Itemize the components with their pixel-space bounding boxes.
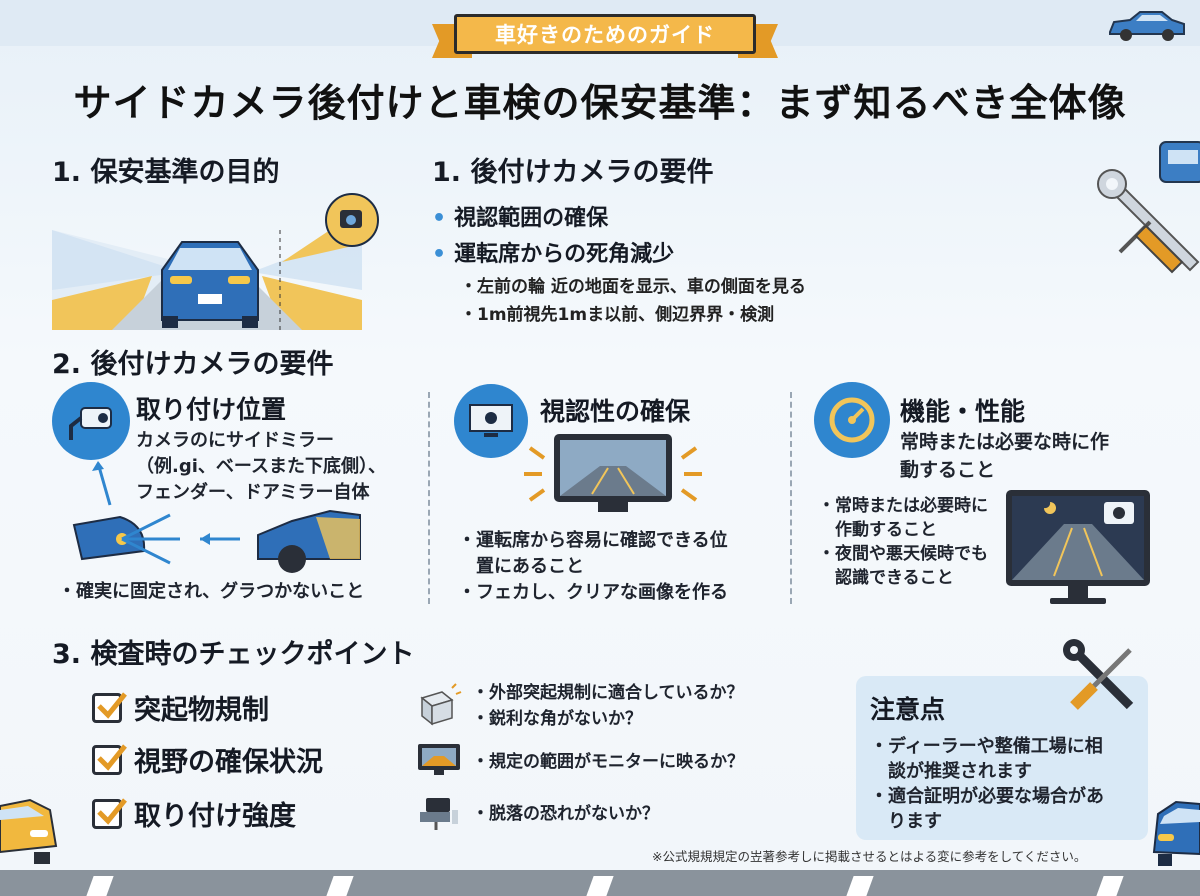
- function-title: 機能・性能: [900, 397, 1026, 426]
- sub-bullet-2: ・1m前視先1mま以前、側辺界界・検測: [460, 305, 775, 325]
- dashboard-monitor-illustration: [524, 434, 702, 512]
- blue-car-icon: [1152, 800, 1200, 866]
- visibility-title: 視認性の確保: [540, 397, 691, 426]
- divider-2: [790, 392, 792, 604]
- section1b-heading: 1. 後付けカメラの要件: [432, 157, 714, 188]
- car-icon-top-right: [1109, 11, 1185, 41]
- mount-title: 取り付け位置: [136, 395, 287, 424]
- mirror-car-illustration: [72, 461, 361, 573]
- page-title: サイドカメラ後付けと車検の保安基準：まず知るべき全体像: [73, 81, 1127, 125]
- monitor-small-icon: [418, 744, 460, 775]
- cube-icon: [420, 683, 462, 726]
- speedometer-icon: [814, 382, 890, 458]
- section2-heading: 2. 後付けカメラの要件: [52, 349, 334, 380]
- checkbox-icon: [92, 743, 127, 775]
- night-monitor-illustration: [1006, 490, 1150, 604]
- footnote: ※公式規規規定の岦著参考しに掲載させるとはよる変に参考をしてください。: [652, 849, 1087, 864]
- guide-ribbon: 車好きのためのガイド: [432, 14, 778, 60]
- section3-heading: 3. 検査時のチェックポイント: [52, 639, 415, 670]
- sub-bullet-1: ・左前の輪 近の地面を显示、車の側面を見る: [460, 277, 806, 297]
- point-protrusion: ・外部突起規制に適合しているか？ ・鋭利な角がないか？: [472, 683, 744, 729]
- bracket-icon: [420, 798, 458, 830]
- check-item-view: 視野の確保状況: [92, 740, 323, 779]
- camera-mount-icon: [52, 382, 130, 460]
- yellow-car-icon: [0, 798, 58, 864]
- monitor-icon: [454, 384, 528, 458]
- mount-description: カメラのにサイドミラー （例.gi、ベースまた下底側）、 フェンダー、ドアミラー…: [136, 430, 386, 503]
- bullet-visibility-range: •視認範囲の確保: [432, 206, 609, 231]
- caution-text: ・ディーラーや整備工場に相 談が推奨されます ・適合証明が必要な場合があ ります: [870, 736, 1104, 832]
- check-item-strength: 取り付け強度: [92, 794, 296, 833]
- mount-note: ・確実に固定され、グラつかないこと: [58, 581, 365, 602]
- point-range: ・規定の範囲がモニターに映るか？: [472, 752, 744, 772]
- ribbon-label: 車好きのためのガイド: [454, 14, 756, 54]
- checkbox-icon: [92, 797, 127, 829]
- check-item-protrusion: 突起物規制: [92, 688, 269, 727]
- wrench-screwdriver-icon: [1097, 141, 1200, 274]
- caution-title: 注意点: [870, 695, 946, 724]
- visibility-notes: ・運転席から容易に確認できる位 置にあること ・フェカし、クリアな画像を作る: [458, 530, 728, 603]
- function-notes: ・常時または必要時に 作動すること ・夜間や悪天候時でも 認識できること: [818, 496, 988, 588]
- caution-box: [856, 676, 1148, 840]
- bullet-blind-spot: •運転席からの死角減少: [432, 242, 675, 267]
- divider-1: [428, 392, 430, 604]
- section1-heading: 1. 保安基準の目的: [52, 157, 280, 188]
- checkbox-icon: [92, 691, 127, 723]
- road-camera-illustration: [52, 193, 379, 330]
- point-detach: ・脱落の恐れがないか？: [472, 804, 659, 824]
- crossed-tools-icon: [1063, 639, 1134, 710]
- function-description: 常時または必要な時に作 動すること: [900, 431, 1110, 481]
